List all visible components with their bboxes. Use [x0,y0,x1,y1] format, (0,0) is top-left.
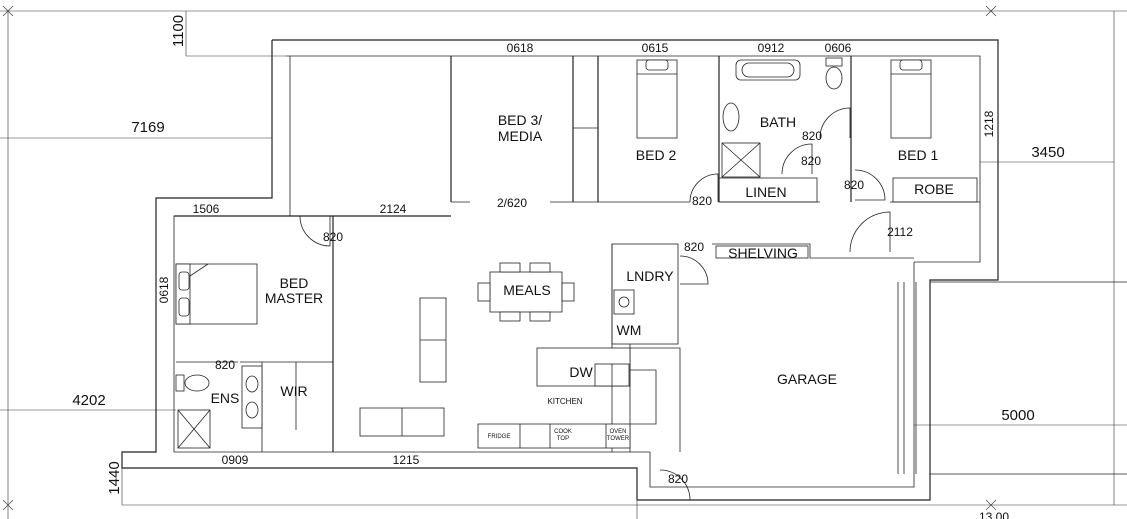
window-0912: 0912 [758,41,785,55]
dim-1440: 1440 [106,461,123,494]
room-bed3-line2: MEDIA [498,128,543,144]
room-linen: LINEN [745,184,786,200]
room-wm: WM [617,322,642,338]
window-0615: 0615 [642,41,669,55]
dim-4202: 4202 [72,392,105,409]
dim-1100: 1100 [170,15,187,47]
dim-7169: 7169 [131,119,164,136]
appliance-cooktop-line1: COOK [554,429,572,435]
door-820-master: 820 [323,230,343,244]
dim-1300: 13.00 [979,510,1009,519]
fixtures [175,57,932,474]
room-labels: BED 3/ MEDIA BED 2 BATH BED 1 ROBE LINEN… [211,112,954,442]
room-ens: ENS [211,390,240,406]
door-labels: 820 820 820 820 820 820 820 820 2/620 21… [215,129,913,486]
room-bed1: BED 1 [898,147,939,163]
room-bed2: BED 2 [636,147,677,163]
door-820-lndry: 820 [684,240,704,254]
door-820-bed2: 820 [692,194,712,208]
interior-walls [174,56,980,452]
appliance-oven-tower-line1: OVEN [609,429,626,435]
door-820-bath-a: 820 [802,129,822,143]
overall-dimensions: 1100 7169 3450 4202 5000 1440 13.00 [72,15,1064,519]
window-2124: 2124 [380,202,407,216]
window-0618-top: 0618 [507,41,534,55]
window-0909: 0909 [222,453,249,467]
window-1215: 1215 [393,453,420,467]
room-bath: BATH [760,114,796,130]
room-garage: GARAGE [777,371,837,387]
door-820-garage: 820 [668,472,688,486]
door-2112: 2112 [887,225,913,239]
room-kitchen: KITCHEN [547,397,582,406]
door-820-bed1: 820 [844,178,864,192]
dim-5000: 5000 [1001,407,1034,424]
appliance-oven-tower-line2: TOWER [607,436,630,442]
room-bed-master-line2: MASTER [265,290,323,306]
dim-3450: 3450 [1031,144,1064,161]
window-0618-left: 0618 [157,276,171,303]
window-1506: 1506 [193,202,220,216]
room-shelving: SHELVING [728,245,798,261]
appliance-fridge: FRIDGE [488,434,511,440]
door-820-bath-b: 820 [801,154,821,168]
door-swings [208,107,891,501]
room-bed-master-line1: BED [280,275,309,291]
room-wir: WIR [280,383,307,399]
window-labels: 0618 0615 0912 0606 1218 1506 2124 0618 … [157,41,996,467]
room-meals: MEALS [503,282,550,298]
window-0606: 0606 [825,41,852,55]
room-dw: DW [569,364,593,380]
door-820-ens: 820 [215,358,235,372]
room-robe: ROBE [914,181,954,197]
room-lndry: LNDRY [626,268,674,284]
door-2620: 2/620 [497,196,527,210]
window-1218: 1218 [982,110,996,137]
room-bed3-line1: BED 3/ [498,112,542,128]
appliance-cooktop-line2: TOP [557,436,569,442]
